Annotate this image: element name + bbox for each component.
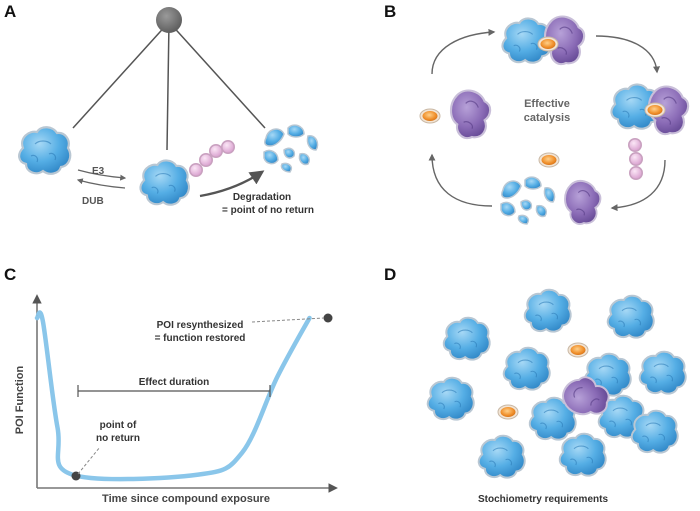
panel-d-letter: D xyxy=(384,265,396,284)
effective-label: Effective xyxy=(524,98,570,110)
catalysis-label: catalysis xyxy=(524,112,570,124)
degrader-molecule xyxy=(567,342,589,358)
degrader-molecule xyxy=(537,36,559,52)
protein xyxy=(426,376,475,421)
panel-a: A E3 DUB Degradation = point of no retur… xyxy=(4,2,319,216)
panel-c: C POI Function Time since compound expos… xyxy=(4,265,338,505)
protein xyxy=(523,288,572,333)
restored-leader xyxy=(251,317,325,323)
dub-arrow xyxy=(76,178,126,189)
function-restored-label: = function restored xyxy=(155,333,246,344)
protein xyxy=(638,350,687,395)
degradation-label: Degradation xyxy=(233,192,291,203)
ubiquitin xyxy=(627,138,643,152)
cycle-arrow xyxy=(610,159,666,212)
no-return-leader xyxy=(77,446,101,475)
protein xyxy=(442,316,491,361)
protein xyxy=(558,432,607,477)
ubiquitin xyxy=(628,152,644,166)
protein-fragments xyxy=(500,176,556,225)
degrader-molecule xyxy=(497,404,519,420)
x-axis-title: Time since compound exposure xyxy=(102,493,270,505)
ubiquitin xyxy=(209,144,223,158)
panel-a-letter: A xyxy=(4,2,16,21)
e3-ligase xyxy=(564,180,602,225)
e3-label: E3 xyxy=(92,166,105,177)
cycle-arrow xyxy=(428,153,493,207)
protein-intact xyxy=(18,126,72,175)
no-return-label-1: point of xyxy=(100,420,137,431)
ubiquitin xyxy=(628,166,644,180)
connector-line xyxy=(168,21,266,129)
pivot-ball xyxy=(156,7,182,33)
degrader-molecule xyxy=(644,102,666,118)
effect-duration-label: Effect duration xyxy=(139,377,210,388)
ubiquitin xyxy=(189,163,203,177)
protein xyxy=(502,346,551,391)
degrader-molecule xyxy=(419,108,441,124)
degrader-molecule xyxy=(538,152,560,168)
ubiquitin xyxy=(221,140,235,154)
protein xyxy=(630,409,679,454)
panel-c-letter: C xyxy=(4,265,16,284)
protein-fragments xyxy=(263,124,319,173)
panel-b-letter: B xyxy=(384,2,396,21)
degradation-arrow xyxy=(199,170,265,198)
connector-line xyxy=(72,21,170,129)
panel-d: D Stochiometry requirements xyxy=(384,265,687,505)
panel-b: B Effective catalysis xyxy=(384,2,690,225)
resynthesized-label: POI resynthesized xyxy=(157,320,244,331)
ubiquitin xyxy=(199,153,213,167)
poi-function-curve xyxy=(34,310,312,482)
cycle-arrow xyxy=(595,35,661,74)
y-axis-title: POI Function xyxy=(14,366,26,435)
no-return-label-2: no return xyxy=(96,433,140,444)
protein-ubiquitinated xyxy=(139,159,190,206)
stoichiometry-caption: Stochiometry requirements xyxy=(478,494,608,505)
e3-ligase xyxy=(449,89,492,140)
cycle-arrow xyxy=(431,28,496,75)
restored-point xyxy=(323,313,333,323)
protein xyxy=(477,434,526,479)
e3-arrow xyxy=(77,169,127,181)
connector-line xyxy=(166,21,170,151)
protein xyxy=(606,294,655,339)
dub-label: DUB xyxy=(82,196,104,207)
point-of-no-return-label: = point of no return xyxy=(222,205,314,216)
